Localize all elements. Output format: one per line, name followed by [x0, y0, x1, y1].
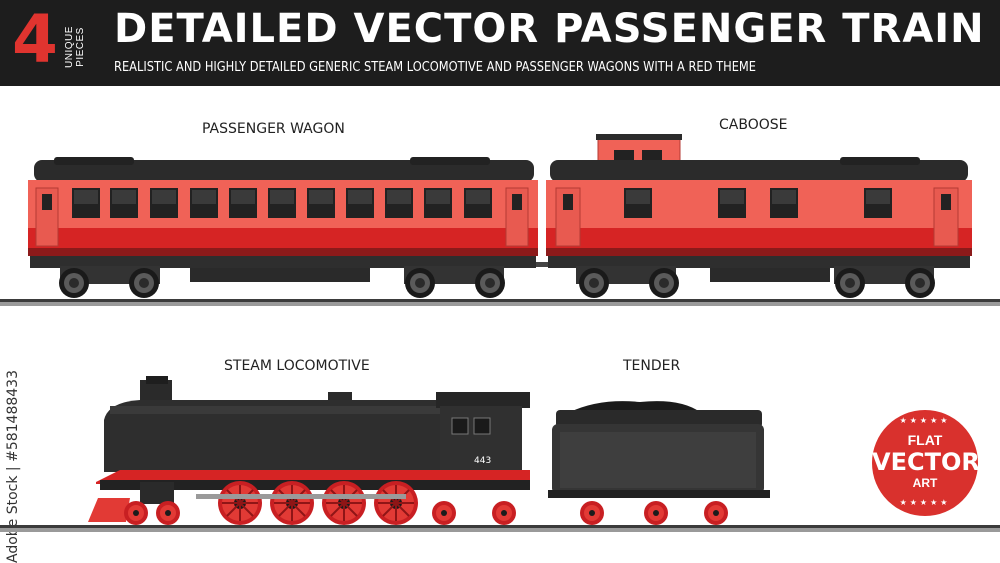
locomotive-number: 443	[474, 456, 491, 466]
passenger-wagon	[28, 157, 538, 298]
piece-count: 4	[12, 1, 58, 78]
badge-stars-top: ★★★★★	[899, 416, 951, 425]
label-steam-locomotive: STEAM LOCOMOTIVE	[224, 358, 370, 374]
page-title: DETAILED VECTOR PASSENGER TRAIN	[114, 6, 985, 52]
caboose	[546, 134, 972, 298]
coupler-top	[536, 262, 548, 267]
track-top	[0, 299, 1000, 306]
badge-stars-bottom: ★★★★★	[899, 498, 951, 507]
tender	[548, 401, 770, 525]
label-passenger-wagon: PASSENGER WAGON	[202, 121, 345, 137]
header-banner: 4 UNIQUE PIECES DETAILED VECTOR PASSENGE…	[0, 0, 1000, 86]
steam-locomotive: 443	[88, 376, 530, 526]
badge-line-flat: FLAT	[907, 432, 943, 448]
badge-line-vector: VECTOR	[872, 448, 980, 476]
badge-line-art: ART	[912, 476, 938, 490]
label-caboose: CABOOSE	[719, 117, 788, 133]
page-subtitle: REALISTIC AND HIGHLY DETAILED GENERIC ST…	[114, 60, 757, 75]
flat-vector-art-badge: ★★★★★ FLAT VECTOR ART ★★★★★	[872, 410, 980, 516]
track-bottom	[0, 525, 1000, 532]
label-tender: TENDER	[623, 358, 681, 374]
